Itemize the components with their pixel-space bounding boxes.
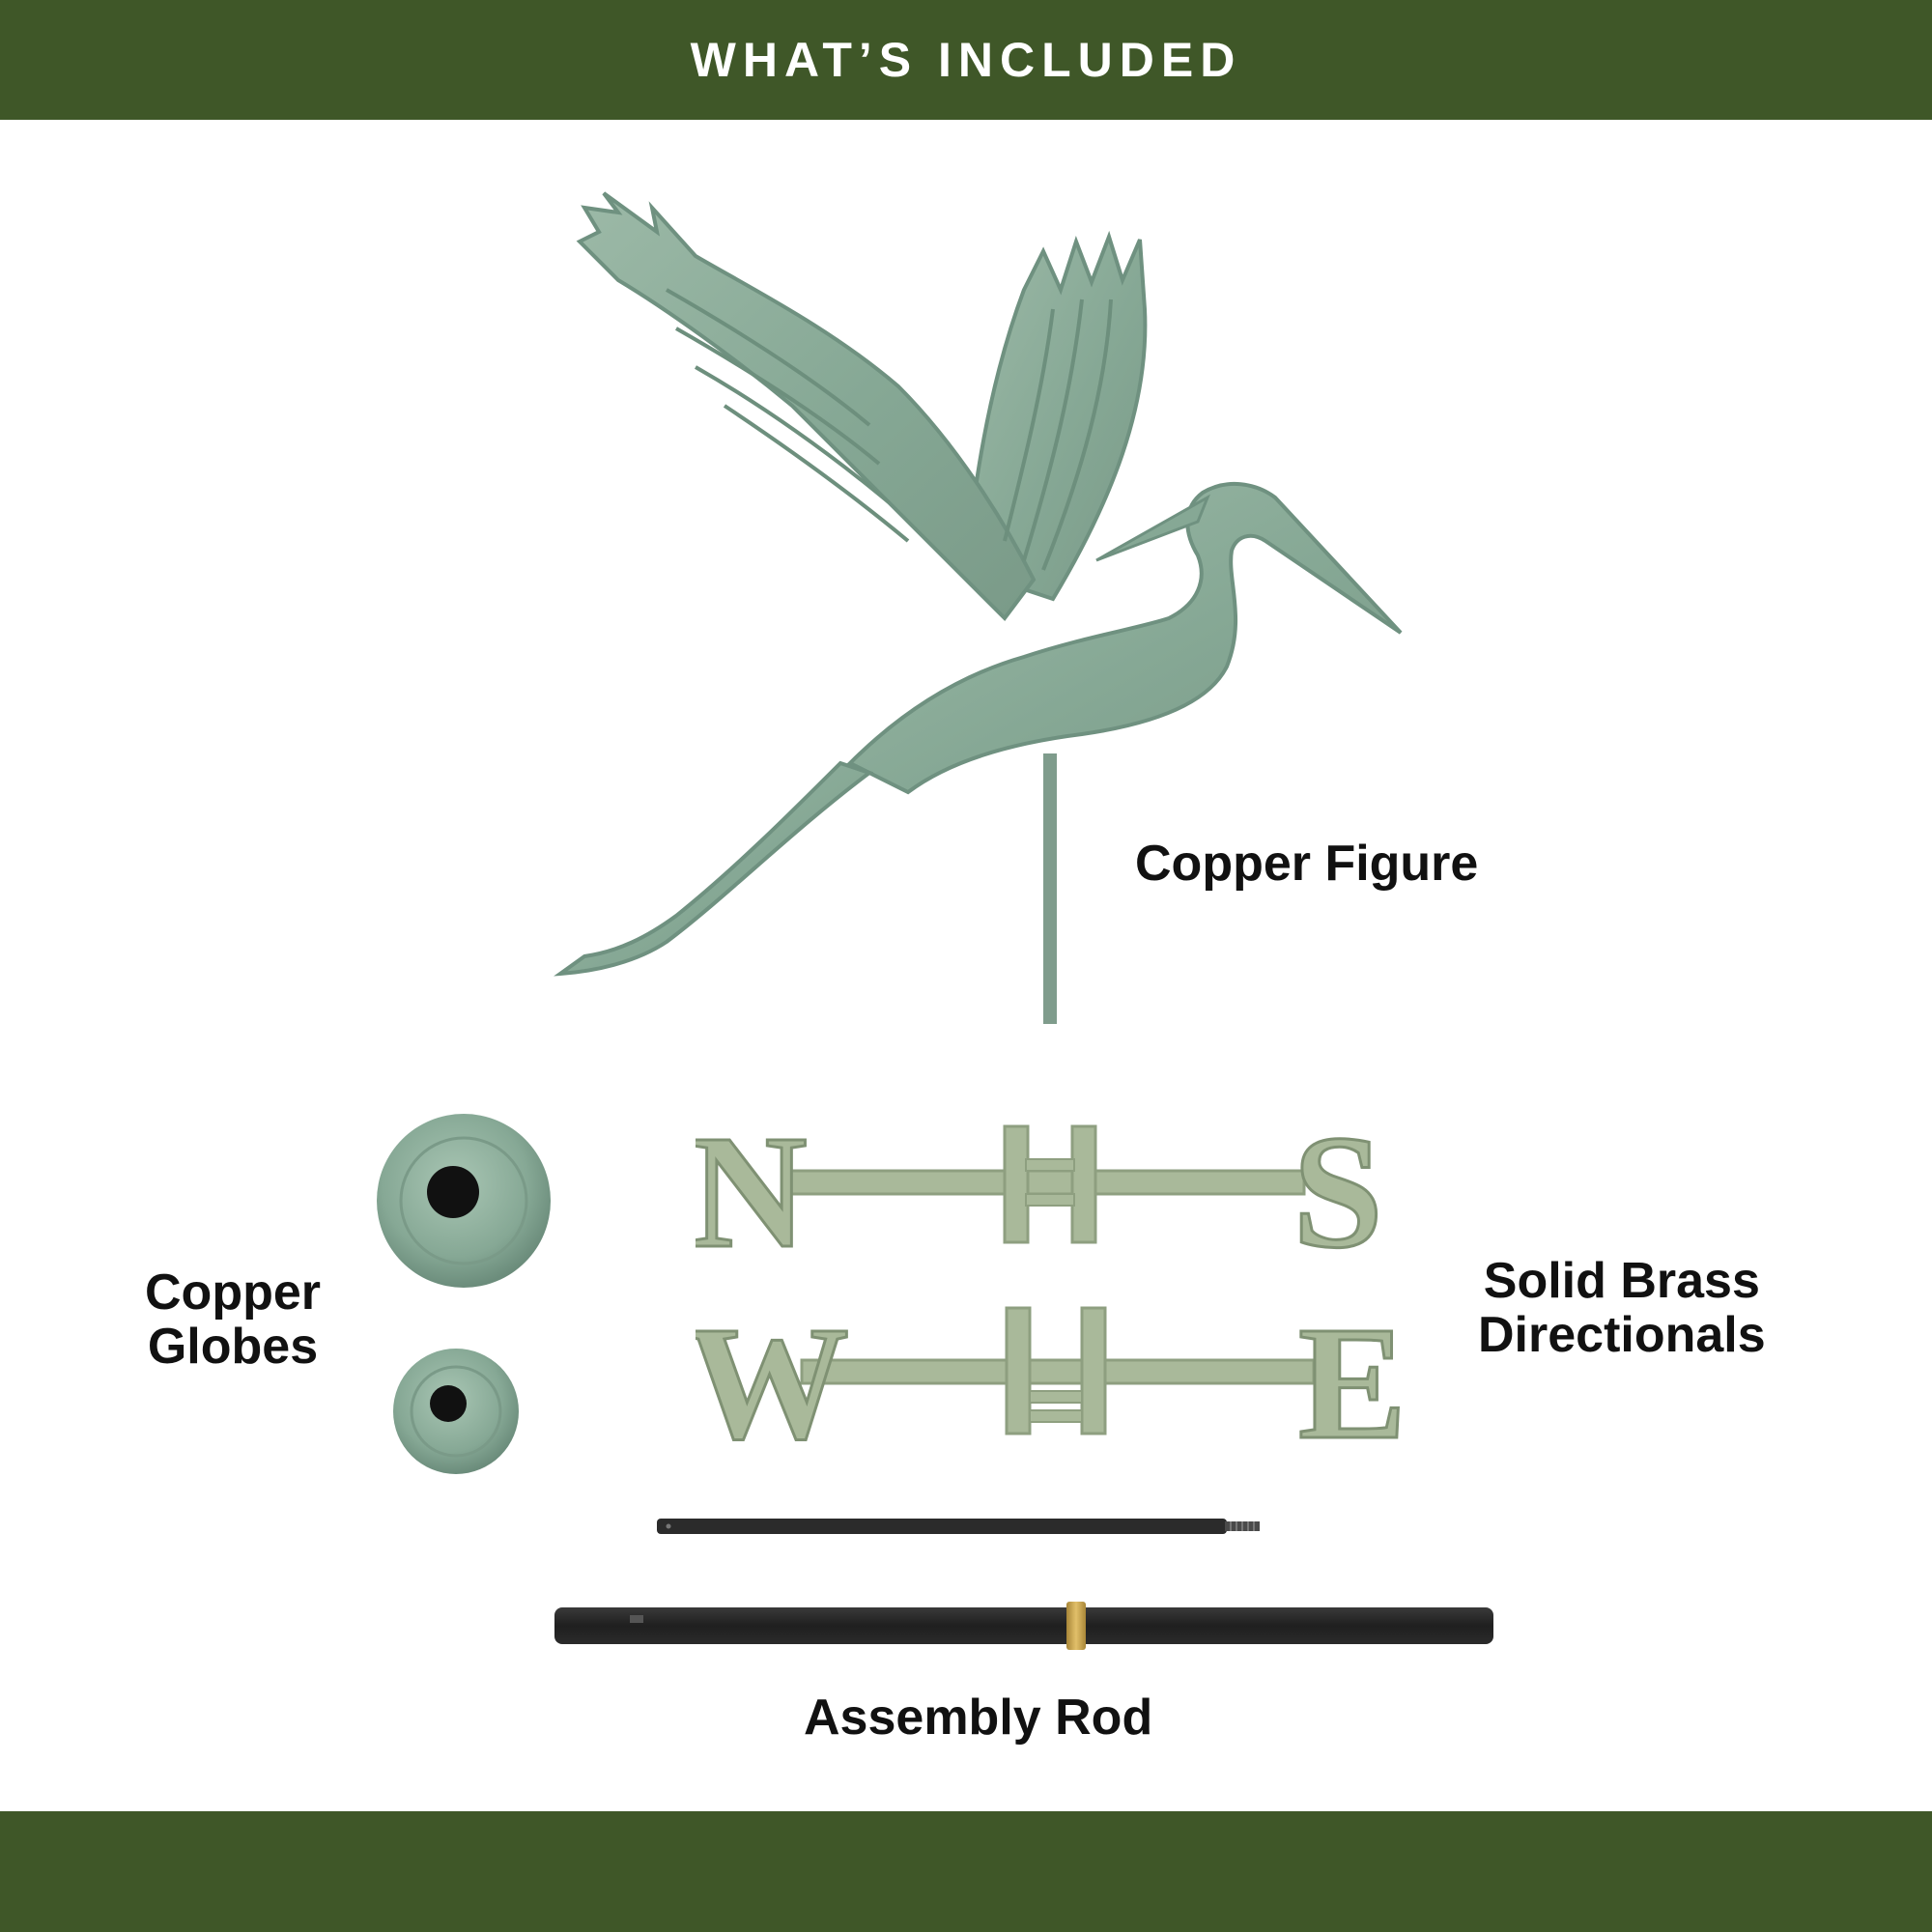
directional-letter-e: E xyxy=(1298,1294,1406,1449)
header-band: WHAT’S INCLUDED xyxy=(0,0,1932,120)
label-assembly-rod: Assembly Rod xyxy=(804,1690,1153,1746)
copper-globe-large-icon xyxy=(377,1114,551,1288)
directional-letter-n: N xyxy=(696,1111,808,1256)
label-brass-directionals: Solid Brass Directionals xyxy=(1478,1254,1766,1362)
label-brass-directionals-line-1: Solid Brass xyxy=(1483,1253,1760,1309)
label-brass-directionals-line-2: Directionals xyxy=(1478,1307,1766,1363)
footer-band xyxy=(0,1811,1932,1932)
directional-letter-s: S xyxy=(1293,1111,1382,1256)
page-title: WHAT’S INCLUDED xyxy=(690,33,1242,87)
directional-north-south-icon: N S xyxy=(696,1111,1384,1256)
heron-leg xyxy=(554,760,874,977)
heron-left-wing xyxy=(576,191,1037,622)
heron-body xyxy=(846,481,1403,795)
directional-letter-w: W xyxy=(696,1294,849,1449)
label-copper-globes-line-1: Copper xyxy=(145,1264,321,1321)
figure-support-rod xyxy=(1043,753,1057,1024)
copper-globe-small-icon xyxy=(393,1349,519,1474)
heron-crest xyxy=(1095,494,1210,562)
label-copper-globes: Copper Globes xyxy=(145,1265,321,1374)
assembly-rod-short-icon xyxy=(657,1519,1260,1534)
assembly-rod-long-icon xyxy=(554,1602,1493,1650)
label-copper-figure: Copper Figure xyxy=(1135,836,1479,892)
wing-feather-details xyxy=(666,288,1113,571)
directional-west-east-icon: W E xyxy=(696,1294,1408,1449)
heron-figure-icon xyxy=(554,191,1403,1024)
label-copper-globes-line-2: Globes xyxy=(147,1319,319,1375)
